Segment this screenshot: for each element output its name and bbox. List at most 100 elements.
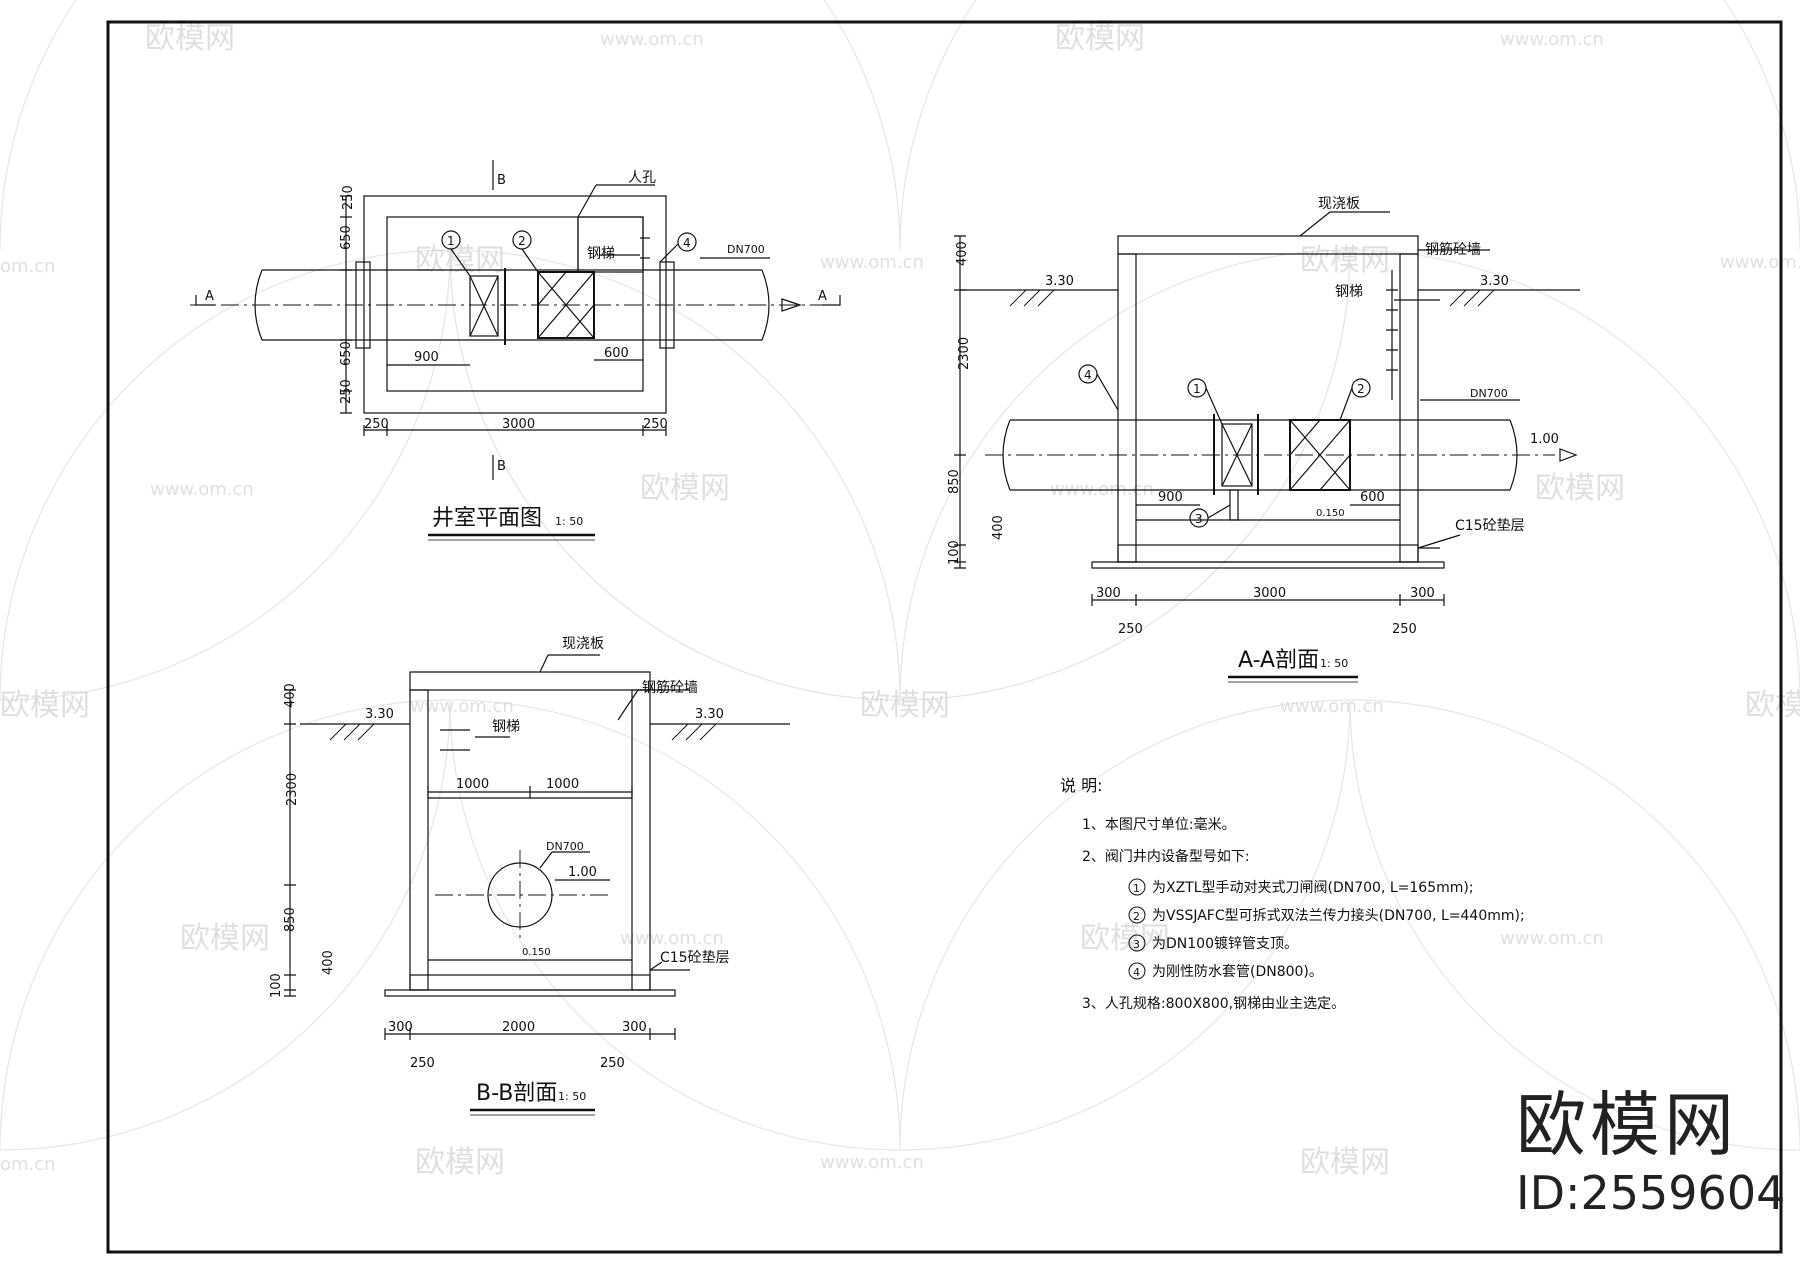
- aa-cushion: [1091, 561, 1445, 569]
- watermark-url: www.om.cn: [1280, 696, 1384, 717]
- plan-dim-900: 900: [414, 350, 439, 365]
- aa-section-text: 现浇板 钢筋砼墙 钢梯 3.30 3.30 1.00 0.150 DN700 1…: [947, 196, 1559, 673]
- notes-item-1: 1、本图尺寸单位:毫米。: [1082, 816, 1236, 833]
- bb-left-wall: [409, 689, 429, 991]
- plan-section-b-bottom: B: [497, 459, 506, 474]
- notes-sub-item-1: 为XZTL型手动对夹式刀闸阀(DN700, L=165mm);: [1152, 880, 1474, 896]
- bb-scale: 1: 50: [558, 1090, 586, 1103]
- plan-valve-1: [469, 275, 499, 337]
- watermark-url: www.om.cn: [620, 928, 724, 949]
- aa-dim-850: 850: [947, 469, 962, 494]
- aa-dim-400-top: 400: [955, 241, 970, 266]
- watermark-url: www.om.cn: [150, 479, 254, 500]
- watermark-brand: 欧模网: [1745, 688, 1800, 723]
- notes-sub-item-4: 为刚性防水套管(DN800)。: [1152, 964, 1323, 980]
- watermark-url: www.om.cn: [820, 252, 924, 273]
- aa-elev-ground-right: 3.30: [1480, 274, 1509, 289]
- plan-ladder-label: 钢梯: [587, 246, 615, 262]
- bb-elev-pipe: 1.00: [568, 865, 597, 880]
- aa-dim-300-right: 300: [1410, 586, 1435, 601]
- aa-title: A-A剖面: [1238, 648, 1319, 673]
- aa-dim-300-left: 300: [1096, 586, 1121, 601]
- bb-dim-400-top: 400: [283, 683, 298, 708]
- corner-watermark-brand: 欧模网: [1516, 1084, 1738, 1166]
- bb-base: [409, 974, 651, 991]
- watermark-brand: 欧模网: [145, 21, 235, 56]
- plan-dim-250-left: 250: [364, 417, 389, 432]
- bb-elev-bottom: 0.150: [522, 947, 551, 958]
- notes-sub-num-4: 4: [1133, 966, 1140, 979]
- plan-dim-600: 600: [604, 346, 629, 361]
- bb-dim-300-right: 300: [622, 1020, 647, 1035]
- watermark-url: om.cn: [0, 1154, 56, 1175]
- plan-callout-1: 1: [447, 234, 455, 248]
- corner-watermark-id: ID:2559604: [1516, 1166, 1786, 1220]
- notes: 说 明: 1、本图尺寸单位:毫米。 2、阀门井内设备型号如下: 1 2 3 4 …: [1060, 776, 1525, 1012]
- plan-dim-250-right: 250: [643, 417, 668, 432]
- aa-elev-ground-left: 3.30: [1045, 274, 1074, 289]
- aa-dim-900: 900: [1158, 490, 1183, 505]
- bb-dim-2300: 2300: [285, 773, 300, 806]
- notes-item-3: 3、人孔规格:800X800,钢梯由业主选定。: [1082, 996, 1345, 1012]
- watermark-url: www.om.cn: [1500, 928, 1604, 949]
- bb-cushion: [384, 989, 676, 997]
- bb-slab: [409, 671, 651, 691]
- plan-section-a-right: A: [818, 289, 827, 304]
- plan-section-a-left: A: [205, 289, 214, 304]
- bb-dim-100: 100: [269, 973, 284, 998]
- watermark-brand: 欧模网: [860, 688, 950, 723]
- corner-watermark: 欧模网 ID:2559604: [1516, 1085, 1785, 1221]
- aa-slab-label: 现浇板: [1318, 196, 1360, 212]
- watermark-brand: 欧模网: [1535, 471, 1625, 506]
- plan-view-title: 井室平面图: [432, 506, 542, 531]
- watermark-brand: 欧模网: [1300, 1145, 1390, 1180]
- bb-dim-250-right: 250: [600, 1056, 625, 1071]
- plan-view: [190, 160, 841, 541]
- plan-outer-wall: [363, 195, 667, 414]
- notes-sub-item-2: 为VSSJAFC型可拆式双法兰传力接头(DN700, L=440mm);: [1152, 907, 1525, 924]
- bb-title: B-B剖面: [476, 1081, 557, 1106]
- bb-wall-label: 钢筋砼墙: [642, 679, 698, 696]
- aa-callout-1: 1: [1193, 382, 1201, 396]
- bb-elev-ground-right: 3.30: [695, 707, 724, 722]
- background-arc-pattern: [0, 0, 1800, 1151]
- bb-ladder-label: 钢梯: [492, 719, 520, 735]
- aa-section: [954, 211, 1580, 683]
- bb-dim-300-left: 300: [388, 1020, 413, 1035]
- plan-dn-label: DN700: [727, 243, 765, 256]
- bb-slab-label: 现浇板: [562, 636, 604, 652]
- plan-dim-3000: 3000: [502, 417, 535, 432]
- aa-dim-250-right: 250: [1392, 622, 1417, 637]
- drawing-border: [106, 20, 1783, 1254]
- watermark-url: www.om.cn: [1720, 252, 1800, 273]
- bb-cushion-label: C15砼垫层: [660, 950, 730, 966]
- aa-dim-2300: 2300: [957, 337, 972, 370]
- bb-dim-1000-right: 1000: [546, 777, 579, 792]
- plan-manhole-label: 人孔: [628, 170, 656, 186]
- aa-dim-100: 100: [947, 540, 962, 565]
- watermark-layer: 欧模网 www.om.cn 欧模网 www.om.cn om.cn 欧模网 ww…: [0, 21, 1800, 1180]
- notes-sub-num-2: 2: [1133, 910, 1140, 923]
- plan-dim-250-top: 250: [341, 185, 356, 210]
- aa-elev-bottom: 0.150: [1316, 508, 1345, 519]
- aa-dim-3000: 3000: [1253, 586, 1286, 601]
- bb-dim-850: 850: [283, 907, 298, 932]
- aa-callout-4: 4: [1084, 368, 1092, 382]
- watermark-brand: 欧模网: [1080, 921, 1170, 956]
- aa-callout-3: 3: [1195, 512, 1203, 526]
- aa-elev-pipe: 1.00: [1530, 432, 1559, 447]
- aa-dn-label: DN700: [1470, 387, 1508, 400]
- bb-dim-1000-left: 1000: [456, 777, 489, 792]
- watermark-url: om.cn: [0, 256, 56, 277]
- aa-scale: 1: 50: [1320, 657, 1348, 670]
- notes-sub-item-3: 为DN100镀锌管支顶。: [1152, 935, 1298, 952]
- plan-callout-2: 2: [518, 234, 526, 248]
- plan-view-text: B B A A 人孔 钢梯 DN700 1 2 4 250 650 650 25…: [205, 170, 827, 531]
- watermark-brand: 欧模网: [1055, 21, 1145, 56]
- bb-dim-2000: 2000: [502, 1020, 535, 1035]
- notes-heading: 说 明:: [1060, 776, 1102, 795]
- aa-base: [1117, 544, 1419, 563]
- aa-cushion-label: C15砼垫层: [1455, 518, 1525, 534]
- aa-valve-1: [1221, 423, 1253, 487]
